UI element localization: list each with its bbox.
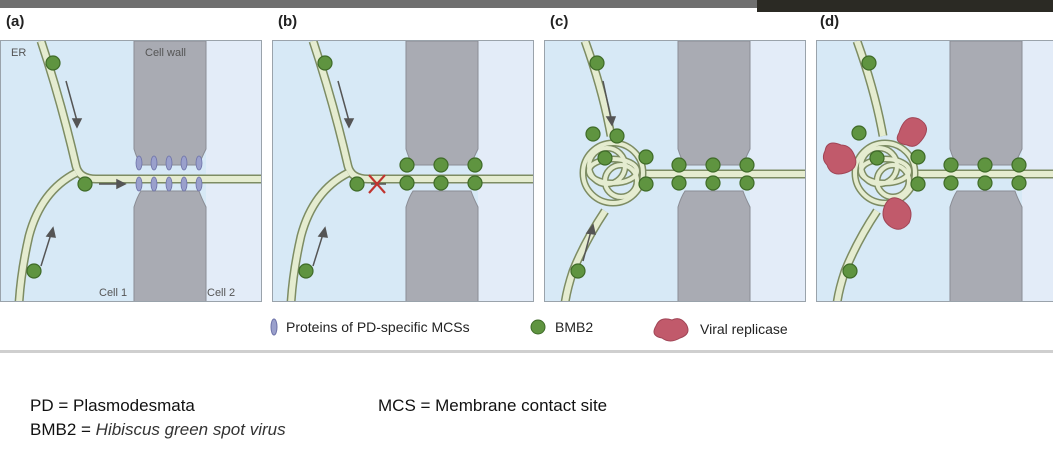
legend-bmb2-label: BMB2 bbox=[555, 319, 594, 335]
cell1-label: Cell 1 bbox=[99, 287, 128, 299]
panel-b-diagram bbox=[273, 41, 533, 301]
legend-proteins: Proteins of PD-specific MCSs bbox=[270, 318, 470, 336]
panel-d bbox=[816, 40, 1053, 302]
note-bmb2: BMB2 = Hibiscus green spot virus bbox=[30, 420, 286, 440]
legend-band bbox=[0, 302, 1053, 353]
bmb2-icon bbox=[530, 319, 546, 335]
panel-b bbox=[272, 40, 534, 302]
top-edge-dark-bar bbox=[757, 0, 1053, 12]
note-bmb2-value: Hibiscus green spot virus bbox=[95, 420, 286, 439]
panel-label-c: (c) bbox=[550, 13, 569, 30]
panel-d-diagram bbox=[817, 41, 1053, 301]
cell2-label: Cell 2 bbox=[207, 287, 236, 299]
note-mcs: MCS = Membrane contact site bbox=[378, 396, 608, 415]
legend-replicase-label: Viral replicase bbox=[700, 321, 788, 337]
panel-label-a: (a) bbox=[6, 13, 25, 30]
legend-proteins-label: Proteins of PD-specific MCSs bbox=[286, 319, 470, 335]
protein-icon bbox=[270, 318, 278, 336]
panel-a: ER Cell wall Cell 1 Cell 2 bbox=[0, 40, 262, 302]
panel-label-b: (b) bbox=[278, 13, 298, 30]
panel-label-d: (d) bbox=[820, 13, 840, 30]
top-edge-bar bbox=[0, 0, 1053, 8]
legend-bmb2: BMB2 bbox=[529, 318, 593, 336]
replicase-icon bbox=[653, 318, 689, 342]
panel-c bbox=[544, 40, 806, 302]
er-label: ER bbox=[11, 47, 27, 59]
cell-wall-label: Cell wall bbox=[145, 47, 186, 59]
panel-c-diagram bbox=[545, 41, 805, 301]
note-bmb2-prefix: BMB2 = bbox=[30, 420, 96, 439]
panel-a-diagram bbox=[1, 41, 261, 301]
replicase-blobs bbox=[822, 117, 927, 230]
legend-replicase: Viral replicase bbox=[650, 314, 788, 344]
note-pd: PD = Plasmodesmata bbox=[30, 396, 195, 415]
block-x-icon bbox=[368, 174, 386, 194]
